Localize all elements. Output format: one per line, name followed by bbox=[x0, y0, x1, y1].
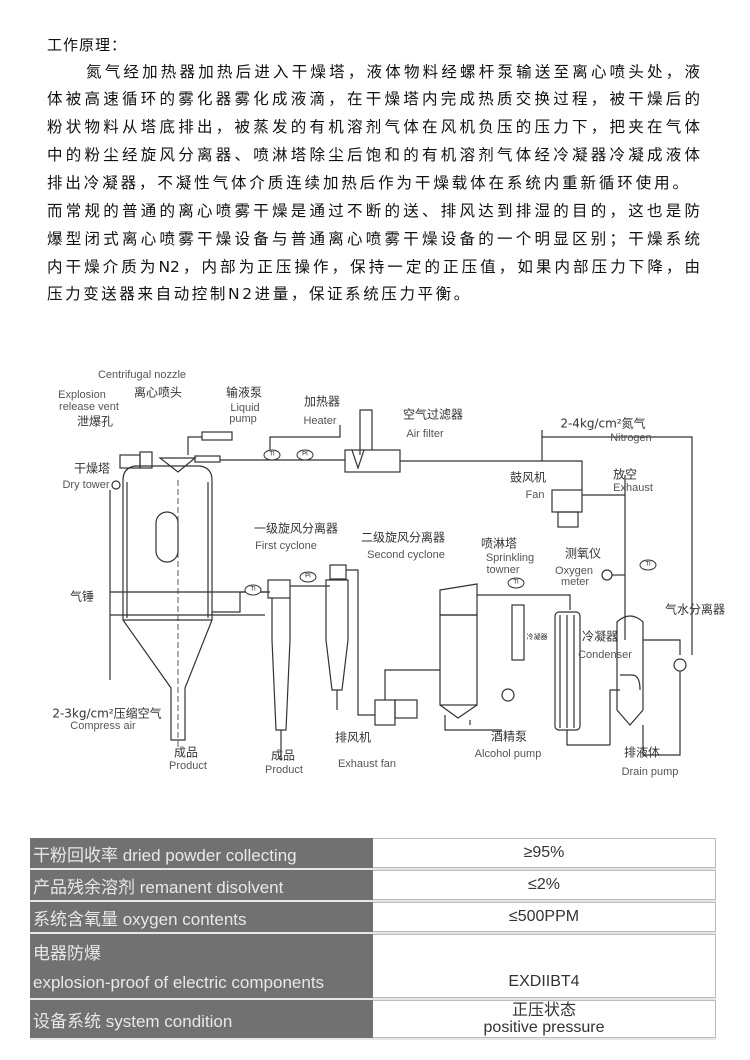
oxygen-meter-en: Oxygen bbox=[555, 565, 593, 577]
first-cyclone-en: First cyclone bbox=[255, 540, 317, 552]
table-key-en: explosion-proof of electric components bbox=[33, 973, 325, 993]
sprinkling-tower-cn: 喷淋塔 bbox=[480, 536, 518, 551]
spec-table: 干粉回收率 dried powder collecting ≥95% 产品残余溶… bbox=[30, 838, 716, 1040]
process-diagram-drawing bbox=[109, 409, 693, 760]
nitrogen-en: Nitrogen bbox=[610, 432, 652, 444]
table-key-cn: 电器防爆 bbox=[33, 943, 101, 963]
table-row: 设备系统 system condition 正压状态 positive pres… bbox=[30, 1000, 716, 1040]
centrifugal-nozzle-en: Centrifugal nozzle bbox=[97, 369, 187, 381]
drain-cn: 排液体 bbox=[623, 745, 661, 760]
temperature-gauge: TI bbox=[263, 449, 281, 461]
fan-en: Fan bbox=[525, 489, 545, 501]
nitrogen-cn: 2-4kg/cm²氮气 bbox=[560, 416, 646, 431]
table-value-cn: 正压状态 bbox=[511, 1002, 576, 1019]
air-filter-en: Air filter bbox=[406, 428, 444, 440]
table-key: 系统含氧量 oxygen contents bbox=[30, 902, 373, 932]
paragraph-line: 压力变送器来自动控制N2进量，保证系统压力平衡。 bbox=[47, 285, 472, 303]
paragraph-line: 而常规的普通的离心喷雾干燥是通过不断的送、排风达到排湿的目的，这也是防 bbox=[47, 202, 700, 220]
heater-cn: 加热器 bbox=[303, 394, 341, 409]
dry-tower-cn: 干燥塔 bbox=[73, 461, 111, 476]
product-cn: 成品 bbox=[173, 745, 199, 760]
table-row: 产品残余溶剂 remanent disolvent ≤2% bbox=[30, 870, 716, 902]
oxygen-meter-en: meter bbox=[560, 576, 590, 588]
second-cyclone-cn: 二级旋风分离器 bbox=[360, 530, 446, 545]
sprinkling-tower-en: towner bbox=[486, 564, 520, 576]
temperature-gauge: TI bbox=[244, 584, 262, 596]
table-row: 电器防爆 explosion-proof of electric compone… bbox=[30, 934, 716, 1000]
air-hammer-cn: 气锤 bbox=[69, 589, 95, 604]
temperature-gauge: TI bbox=[507, 577, 525, 589]
small-condenser-cn: 冷凝器 bbox=[526, 633, 548, 641]
table-row: 干粉回收率 dried powder collecting ≥95% bbox=[30, 838, 716, 870]
table-key: 产品残余溶剂 remanent disolvent bbox=[30, 870, 373, 900]
condenser-en: Condenser bbox=[578, 649, 632, 661]
centrifugal-nozzle-cn: 离心喷头 bbox=[133, 385, 183, 400]
sprinkling-tower-shape bbox=[439, 583, 478, 719]
first-cyclone-shape bbox=[267, 579, 291, 760]
product-en: Product bbox=[265, 764, 303, 776]
compress-air-cn: 2-3kg/cm²压缩空气 bbox=[52, 706, 162, 721]
table-key: 干粉回收率 dried powder collecting bbox=[30, 838, 373, 868]
table-key: 电器防爆 explosion-proof of electric compone… bbox=[30, 934, 373, 998]
liquid-pump-cn: 输液泵 bbox=[225, 385, 263, 400]
temperature-gauge: TI bbox=[639, 559, 657, 571]
paragraph-line: 爆型闭式离心喷雾干燥设备与普通离心喷雾干燥设备的一个明显区别；干燥系统 bbox=[47, 230, 700, 248]
dry-tower-shape bbox=[119, 451, 221, 750]
compress-air-en: Compress air bbox=[70, 720, 136, 732]
product-cn: 成品 bbox=[270, 748, 296, 763]
table-value: ≥95% bbox=[373, 838, 716, 868]
product-en: Product bbox=[169, 760, 207, 772]
drain-en: Drain pump bbox=[621, 766, 679, 778]
liquid-pump-shape bbox=[201, 431, 233, 441]
heater-en: Heater bbox=[303, 415, 337, 427]
alcohol-pump-cn: 酒精泵 bbox=[490, 729, 528, 744]
paragraph-line: 排出冷凝器，不凝性气体介质连续加热后作为干燥载体在系统内重新循环使用。 bbox=[47, 174, 688, 192]
exhaust-fan-shape bbox=[374, 699, 396, 726]
heading: 工作原理： bbox=[47, 36, 128, 54]
paragraph-line: 体被高速循环的雾化器雾化成液滴，在干燥塔内完成热质交换过程，被干燥后的 bbox=[47, 90, 700, 108]
table-value-en: positive pressure bbox=[483, 1019, 605, 1036]
pressure-gauge: PI bbox=[296, 449, 314, 461]
gas-water-separator-cn: 气水分离器 bbox=[664, 602, 726, 617]
explosion-vent-cn: 泄爆孔 bbox=[76, 414, 114, 429]
exhaust-cn: 放空 bbox=[612, 467, 638, 482]
table-value: ≤2% bbox=[373, 870, 716, 900]
first-cyclone-cn: 一级旋风分离器 bbox=[253, 521, 339, 536]
gas-water-separator-shape bbox=[616, 615, 644, 726]
table-value: ≤500PPM bbox=[373, 902, 716, 932]
dry-tower-en: Dry tower bbox=[62, 479, 110, 491]
pressure-gauge: PI bbox=[299, 571, 317, 583]
exhaust-en: Exhaust bbox=[613, 482, 653, 494]
second-cyclone-shape bbox=[325, 564, 349, 710]
table-value: EXDIIBT4 bbox=[373, 934, 716, 998]
table-row: 系统含氧量 oxygen contents ≤500PPM bbox=[30, 902, 716, 934]
paragraph-line: 中的粉尘经旋风分离器、喷淋塔除尘后饱和的有机溶剂气体经冷凝器冷凝成液体 bbox=[47, 146, 700, 164]
alcohol-pump-en: Alcohol pump bbox=[474, 748, 542, 760]
exhaust-fan-en: Exhaust fan bbox=[337, 758, 397, 770]
second-cyclone-en: Second cyclone bbox=[367, 549, 445, 561]
condenser-cn: 冷凝器 bbox=[581, 629, 619, 644]
table-value: 正压状态 positive pressure bbox=[373, 1000, 716, 1038]
oxygen-meter-cn: 测氧仪 bbox=[564, 546, 602, 561]
process-diagram: TI PI TI PI TI TI Centrifugal nozzle 离心喷… bbox=[0, 355, 750, 795]
paragraph-line: 氮气经加热器加热后进入干燥塔，液体物料经螺杆泵输送至离心喷头处，液 bbox=[86, 63, 700, 81]
condenser-shape bbox=[554, 611, 581, 731]
fan-shape bbox=[551, 489, 583, 513]
exhaust-fan-cn: 排风机 bbox=[334, 730, 372, 745]
paragraph-line: 内干燥介质为N2，内部为正压操作，保持一定的正压值，如果内部压力下降，由 bbox=[47, 258, 700, 276]
table-key: 设备系统 system condition bbox=[30, 1000, 373, 1038]
small-condenser-shape bbox=[511, 604, 525, 661]
liquid-pump-en: pump bbox=[229, 413, 257, 425]
air-filter-cn: 空气过滤器 bbox=[402, 407, 464, 422]
explosion-vent-en: Explosion bbox=[58, 389, 106, 401]
liquid-pump-en: Liquid bbox=[230, 402, 260, 414]
fan-cn: 鼓风机 bbox=[509, 470, 547, 485]
explosion-vent-en: release vent bbox=[59, 401, 119, 413]
sprinkling-tower-en: Sprinkling bbox=[485, 552, 535, 564]
paragraph-line: 粉状物料从塔底排出，被蒸发的有机溶剂气体在风机负压的压力下，把夹在气体 bbox=[47, 118, 700, 136]
